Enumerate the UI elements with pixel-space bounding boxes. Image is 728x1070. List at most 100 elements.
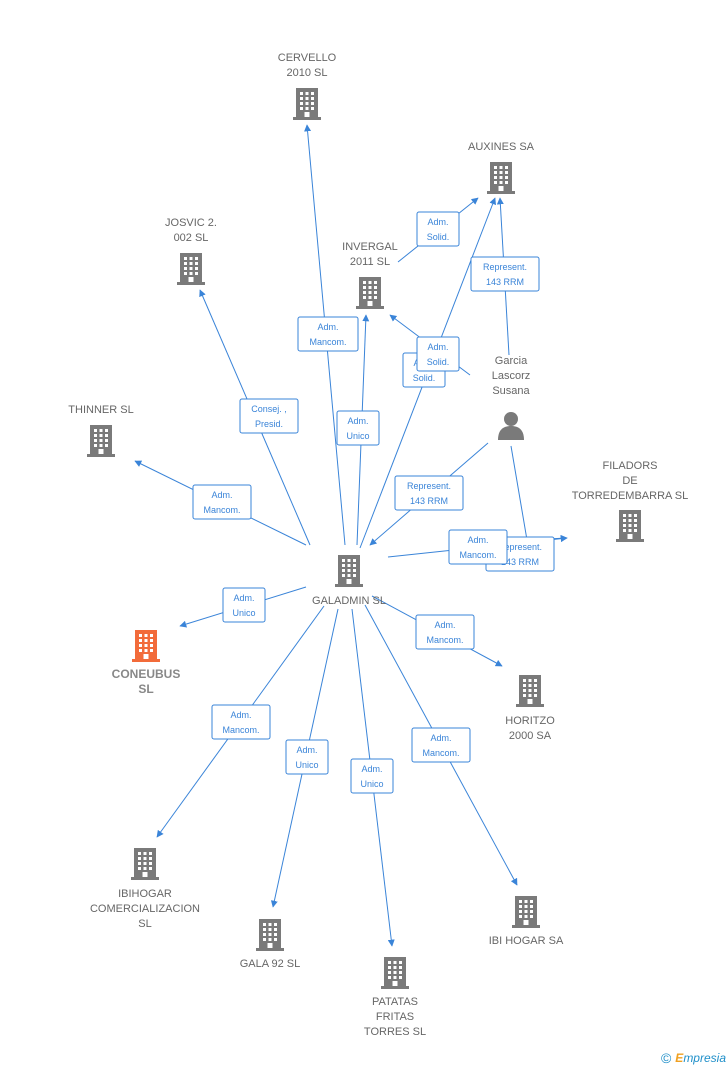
edge-label-text: Adm. [427,217,448,227]
building-icon [131,848,159,880]
edge-label-e-invergal[interactable]: Adm.Unico [336,410,380,446]
building-icon [132,630,160,662]
edge-label-e-ibihogarsa[interactable]: Adm. Mancom. [411,727,471,763]
node-label: THINNER SL [68,404,133,416]
building-icon [381,957,409,989]
edge-label-e-filadors[interactable]: Adm.Mancom. [448,529,508,565]
edge-label-box [470,256,540,292]
edge-label-text: 143 RRM [501,557,539,567]
node-auxines[interactable]: AUXINES SA [468,141,535,194]
node-label: IBI HOGAR SA [489,935,564,947]
node-label: IBIHOGAR [118,888,172,900]
edge-label-e-coneubus[interactable]: Adm. Unico [222,587,266,623]
edge-label-text: Solid. [427,357,450,367]
node-label: TORRES SL [364,1026,426,1038]
building-icon [87,425,115,457]
edge-label-text: Adm. [467,535,488,545]
brand-logo: Empresia [675,1051,726,1065]
edge-label-e-gar-gal[interactable]: Represent.143 RRM [394,475,464,511]
edge-label-box [222,587,266,623]
edge-label-e-gar-inv[interactable]: Adm. Solid. [416,336,460,372]
building-icon [516,675,544,707]
edge-label-e-gala92[interactable]: Adm.Unico [285,739,329,775]
node-gala92[interactable]: GALA 92 SL [240,919,301,970]
edge-label-e-patatas[interactable]: Adm.Unico [350,758,394,794]
footer-brand: © Empresia [661,1050,726,1066]
node-label: SL [138,682,153,696]
person-icon [498,412,524,440]
edge-label-box [448,529,508,565]
node-label: HORITZO [505,715,555,727]
edge-label-text: Adm. [296,745,317,755]
edge-label-text: Unico [232,608,255,618]
node-label: GALADMIN SL [312,595,386,607]
edge-label-box [192,484,252,520]
edge-label-text: Unico [346,431,369,441]
building-icon [487,162,515,194]
building-icon [616,510,644,542]
edge-label-text: Adm. [211,490,232,500]
node-label: GALA 92 SL [240,958,301,970]
node-label: 2011 SL [350,256,390,268]
edge-label-text: Mancom. [422,748,459,758]
node-ibihogarsa[interactable]: IBI HOGAR SA [489,896,564,947]
node-label: AUXINES SA [468,141,535,153]
edge-label-box [285,739,329,775]
edge-label-text: Adm. [317,322,338,332]
node-label: CONEUBUS [112,667,181,681]
edge-label-text: Unico [360,779,383,789]
edge-label-text: Consej. , [251,404,287,414]
node-label: FRITAS [376,1011,414,1023]
edge-label-text: Adm. [434,620,455,630]
building-icon [293,88,321,120]
edge-label-text: Adm. [427,342,448,352]
edge-label-text: Mancom. [222,725,259,735]
edge-label-text: Mancom. [203,505,240,515]
building-icon [512,896,540,928]
edge-label-e-ibihogar[interactable]: Adm.Mancom. [211,704,271,740]
edge-label-text: Adm. [430,733,451,743]
node-invergal[interactable]: INVERGAL 2011 SL [342,241,398,309]
edge-label-e-horitzo[interactable]: Adm. Mancom. [415,614,475,650]
edge-label-box [297,316,359,352]
edge-label-box [336,410,380,446]
edge-label-box [211,704,271,740]
node-label: Susana [492,385,530,397]
edge-label-e-cervello[interactable]: Adm. Mancom. [297,316,359,352]
node-label: Lascorz [492,370,531,382]
node-label: PATATAS [372,996,418,1008]
edge-label-box [239,398,299,434]
node-josvic[interactable]: JOSVIC 2.002 SL [165,217,217,285]
node-thinner[interactable]: THINNER SL [68,404,134,457]
edge-label-text: Solid. [427,232,450,242]
edge-label-text: Mancom. [309,337,346,347]
node-label: DE [622,475,637,487]
edge-label-e-inv-aux[interactable]: Adm. Solid. [416,211,460,247]
edge-label-text: Represent. [483,262,527,272]
edge-label-text: 143 RRM [486,277,524,287]
node-label: FILADORS [602,460,657,472]
edge-label-e-josvic[interactable]: Consej. ,Presid. [239,398,299,434]
edge-label-e-gar-aux[interactable]: Represent. 143 RRM [470,256,540,292]
edge-label-e-thinner[interactable]: Adm. Mancom. [192,484,252,520]
building-icon [335,555,363,587]
node-label: JOSVIC 2. [165,217,217,229]
building-icon [256,919,284,951]
node-label: INVERGAL [342,241,398,253]
node-label: SL [138,918,151,930]
node-patatas[interactable]: PATATAS FRITAS TORRES SL [364,957,426,1038]
edge-label-text: Adm. [233,593,254,603]
edge-label-box [415,614,475,650]
edge-label-text: Represent. [498,542,542,552]
edge-label-text: 143 RRM [410,496,448,506]
edge-label-text: Mancom. [426,635,463,645]
node-galadmin[interactable]: GALADMIN SL [312,555,386,607]
brand-initial: E [675,1051,684,1065]
